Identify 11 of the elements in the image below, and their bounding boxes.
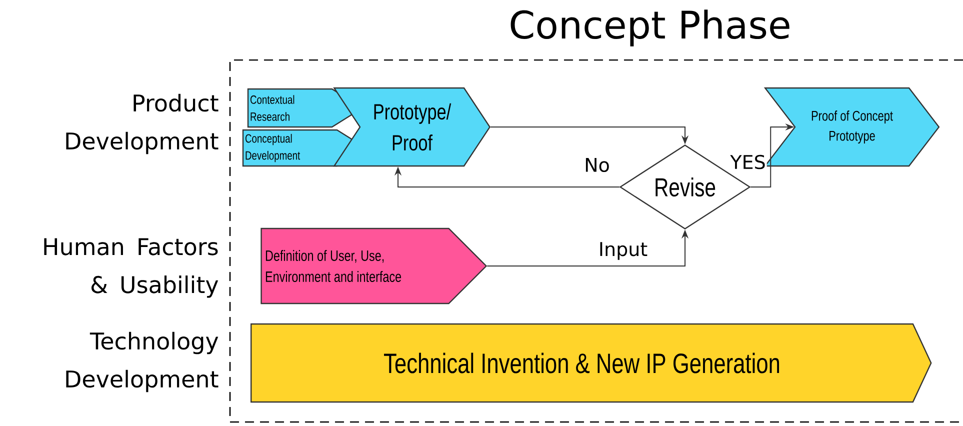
chevron-box: Prototype/ Proof bbox=[333, 87, 491, 167]
chevron-box: Proof of Concept Prototype bbox=[764, 87, 940, 167]
edge-label: YES bbox=[729, 154, 767, 170]
lane-label: Technology Development bbox=[66, 332, 218, 392]
title: Concept Phase bbox=[510, 10, 790, 46]
edge-label: No bbox=[583, 156, 611, 174]
edge-label: Input bbox=[597, 241, 649, 261]
chevron-box: Definition of User, Use, Environment and interface bbox=[260, 228, 488, 304]
lane-label: Human Factors & Usability bbox=[44, 238, 218, 298]
lane-label: Product Development bbox=[66, 94, 218, 154]
chevron-box: Technical Invention & New IP Generation bbox=[250, 323, 932, 403]
